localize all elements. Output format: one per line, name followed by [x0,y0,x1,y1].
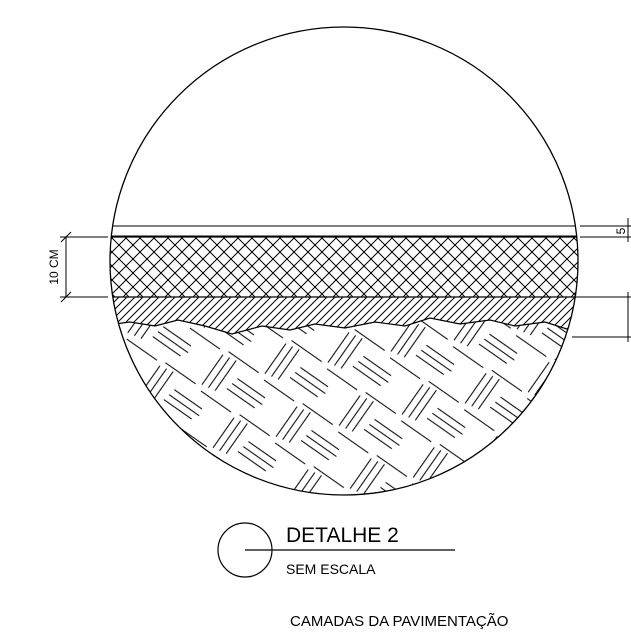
soil-boundary-line [110,317,578,335]
subbase-layer [110,297,578,334]
dimension-label-10cm: 10 CM [47,249,61,284]
left-dimension [60,231,108,303]
layer-section [110,225,578,495]
detail-title: DETALHE 2 [286,524,399,547]
detail-scale: SEM ESCALA [286,561,376,577]
dimension-label-5: 5 [614,227,628,234]
drawing-caption: CAMADAS DA PAVIMENTAÇÃO [290,613,508,630]
base-layer-crosshatch [110,237,578,297]
subgrade-soil [110,318,578,495]
right-dimension [572,218,631,342]
surface-layer [110,225,578,237]
detail-circle [109,26,579,496]
